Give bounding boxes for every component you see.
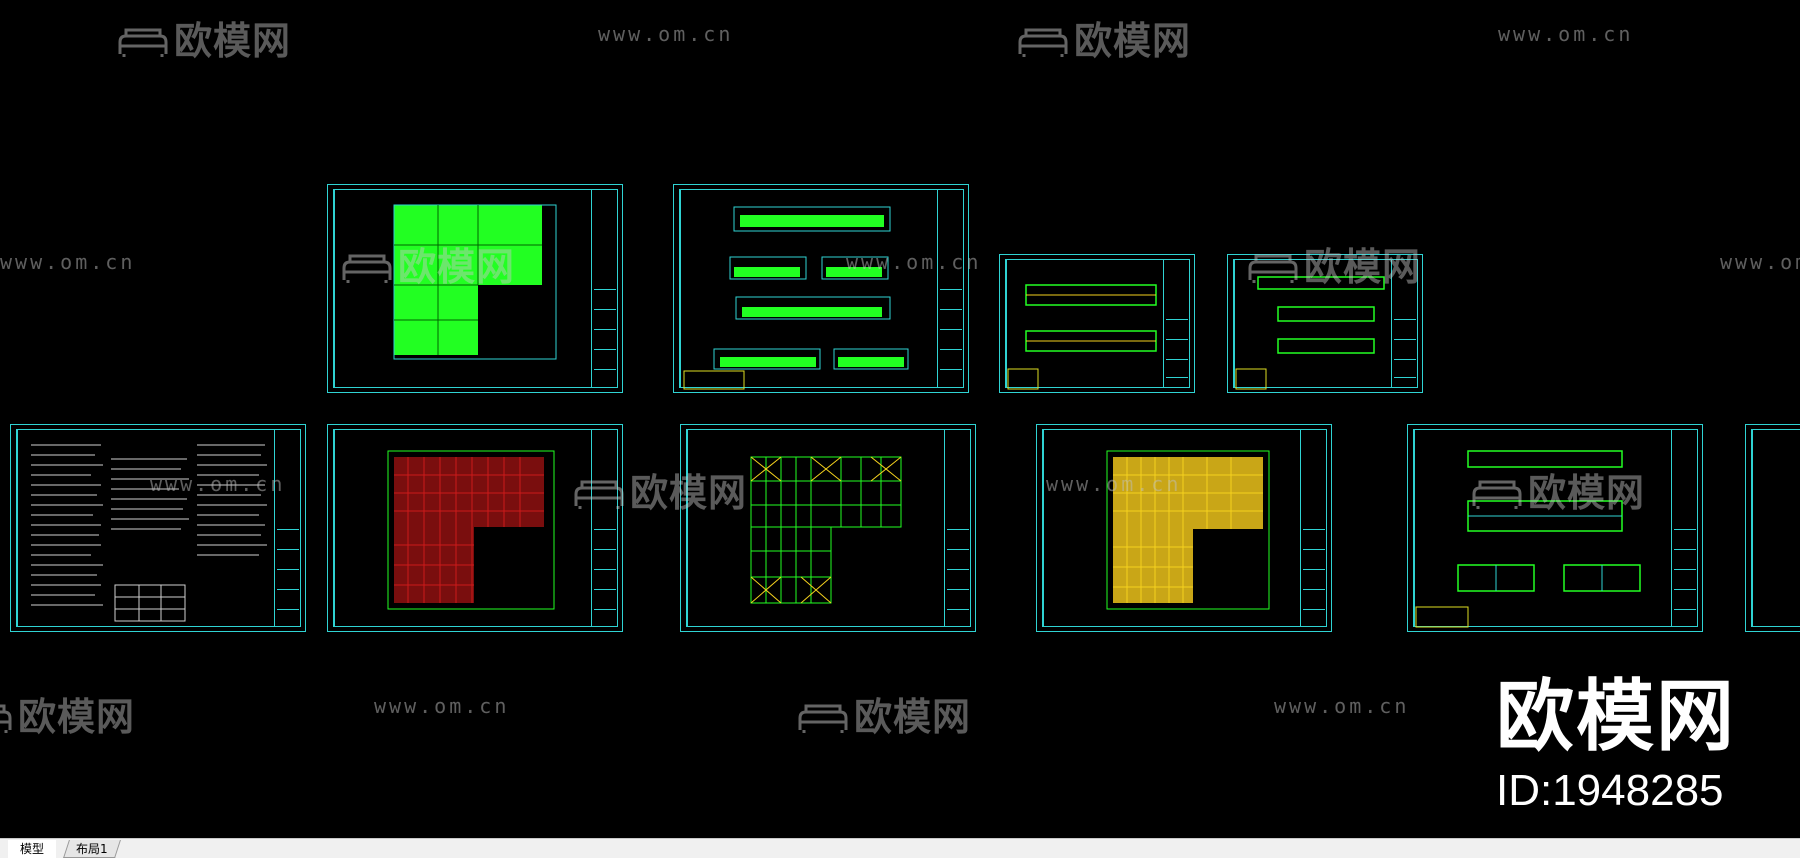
watermark-url: www.om.cn (0, 250, 136, 274)
watermark-logo: 欧模网 (1470, 462, 1645, 517)
brand-block: 欧模网 ID:1948285 (1496, 676, 1736, 816)
layout-tab-bar: 模型 布局1 (0, 838, 1800, 858)
watermark-logo: 欧模网 (1016, 10, 1191, 65)
brand-name: 欧模网 (1495, 672, 1736, 762)
watermark-url: www.om.cn (846, 250, 982, 274)
sofa-logo-icon (0, 699, 14, 733)
sofa-logo-icon (1016, 23, 1070, 57)
sofa-logo-icon (572, 475, 626, 509)
design-notes-drawing (31, 444, 267, 622)
watermark-url: www.om.cn (598, 22, 734, 46)
sections-small-sheet-1[interactable] (999, 254, 1195, 393)
purlin-plan-drawing (1106, 450, 1270, 610)
watermark-url: www.om.cn (150, 472, 286, 496)
watermark-logo: 欧模网 (0, 686, 135, 741)
foundation-plan-drawing (387, 450, 555, 610)
tab-model[interactable]: 模型 (8, 840, 56, 858)
watermark-url: www.om.cn (374, 694, 510, 718)
model-space-canvas[interactable]: 欧模网 www.om.cn 欧模网 www.om.cn (0, 0, 1800, 838)
foundation-plan-sheet[interactable] (327, 424, 623, 632)
watermark-url: www.om.cn (1274, 694, 1410, 718)
elevations-drawing (683, 206, 909, 390)
frame-elevation-drawing (1415, 450, 1641, 628)
brand-id: ID:1948285 (1495, 766, 1724, 815)
watermark-url: www.om.cn (1046, 472, 1182, 496)
frame-elevation-sheet[interactable] (1407, 424, 1703, 632)
watermark-logo: 欧模网 (340, 236, 515, 291)
watermark-url: www.om.cn (1720, 250, 1800, 274)
sofa-logo-icon (796, 699, 850, 733)
purlin-plan-sheet[interactable] (1036, 424, 1332, 632)
elevations-sheet[interactable] (673, 184, 969, 393)
watermark-logo: 欧模网 (1246, 236, 1421, 291)
watermark-logo: 欧模网 (572, 462, 747, 517)
steel-frame-plan-sheet[interactable] (680, 424, 976, 632)
watermark-logo: 欧模网 (796, 686, 971, 741)
roof-plan-drawing (393, 204, 557, 360)
steel-frame-plan-drawing (750, 456, 902, 604)
watermark-logo: 欧模网 (116, 10, 291, 65)
sofa-logo-icon (1246, 249, 1300, 283)
tab-layout1[interactable]: 布局1 (63, 840, 121, 858)
sections-small-sheet-2[interactable] (1227, 254, 1423, 393)
roof-plan-sheet[interactable] (327, 184, 623, 393)
sofa-logo-icon (340, 249, 394, 283)
sections-drawing-1 (1007, 284, 1157, 390)
partial-sheet-right[interactable] (1745, 424, 1800, 632)
sections-drawing-2 (1235, 276, 1385, 390)
watermark-url: www.om.cn (1498, 22, 1634, 46)
sofa-logo-icon (1470, 475, 1524, 509)
sofa-logo-icon (116, 23, 170, 57)
design-notes-sheet[interactable] (10, 424, 306, 632)
